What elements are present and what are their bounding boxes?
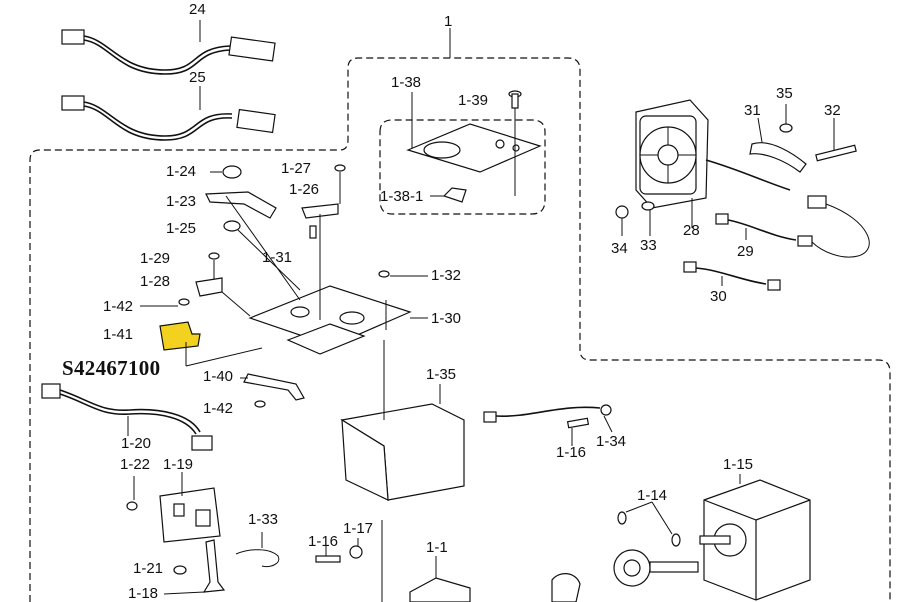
cable-24 [61,20,276,75]
cable-25 [61,86,276,141]
clamp-1-33 [235,532,280,567]
label-33: 33 [640,237,657,254]
bracket-1-18 [163,539,226,595]
washer-1-24 [210,165,242,179]
part-number-code: S42467100 [62,356,161,380]
label-1-33: 1-33 [248,511,279,528]
bracket-1-40 [240,373,305,401]
label-1-26: 1-26 [289,181,320,198]
label-1-14: 1-14 [637,487,668,504]
nut-1-17 [349,538,363,559]
label-1-29: 1-29 [140,250,171,267]
label-1-42-bottom: 1-42 [203,400,234,417]
screw-1-16-lower [315,546,341,563]
label-25: 25 [189,69,206,86]
label-1-42-top: 1-42 [103,298,134,315]
screw-1-42-bottom [254,400,266,408]
label-1-21: 1-21 [133,560,164,577]
label-1-25: 1-25 [166,220,197,237]
label-1-38: 1-38 [391,74,422,91]
bracket-1-26 [301,203,339,320]
pulley-1-14 [613,501,699,587]
screw-1-16-upper [566,417,590,446]
label-1-28: 1-28 [140,273,171,290]
label-1-16-upper: 1-16 [556,444,587,461]
label-1-39: 1-39 [458,92,489,109]
label-1: 1 [444,13,453,30]
bracket-1-30 [248,285,428,355]
label-1-41: 1-41 [103,326,134,343]
cover-1-35 [340,340,465,501]
label-1-34: 1-34 [596,433,627,450]
screw-1-39 [508,90,522,196]
label-1-20: 1-20 [121,435,152,452]
screw-1-29 [208,252,220,280]
label-1-35: 1-35 [426,366,457,383]
label-30: 30 [710,288,727,305]
assembly-1-boundary [29,57,891,602]
label-1-30: 1-30 [431,310,462,327]
screw-35 [779,104,793,133]
screw-1-21 [173,565,187,575]
washer-33 [641,201,655,236]
subassembly-1-38-boundary [379,119,546,215]
label-1-17: 1-17 [343,520,374,537]
fan-wire-loop [811,203,870,258]
plate-1-38 [406,92,542,203]
nut-34 [615,205,629,236]
bracket-1-28 [195,277,251,317]
motor-1-15 [699,474,811,601]
label-1-23: 1-23 [166,193,197,210]
fan-28 [635,99,827,228]
lever-1-23 [205,191,301,301]
label-1-32: 1-32 [431,267,462,284]
plate-1-41-highlighted [159,321,263,367]
washer-1-25 [223,220,301,291]
screw-1-22 [126,476,138,511]
label-1-1: 1-1 [426,539,448,556]
label-1-27: 1-27 [281,160,312,177]
pin-1-31 [309,225,317,239]
label-1-22: 1-22 [120,456,151,473]
cable-1-20 [41,383,213,451]
label-32: 32 [824,102,841,119]
gear-part [551,573,581,602]
label-1-38-1: 1-38-1 [380,188,424,205]
label-31: 31 [744,102,761,119]
label-34: 34 [611,240,628,257]
bracket-1-1 [409,556,471,602]
label-29: 29 [737,243,754,260]
label-1-16-lower: 1-16 [308,533,339,550]
screw-1-27 [334,164,346,204]
board-1-19 [159,472,221,543]
screw-1-32 [378,270,428,278]
label-35: 35 [776,85,793,102]
screw-1-42-top [140,298,190,307]
label-1-15: 1-15 [723,456,754,473]
label-24: 24 [189,1,206,18]
bracket-31 [749,117,807,173]
cable-30 [683,261,781,291]
cable-1-34 [483,404,613,433]
label-1-18: 1-18 [128,585,159,602]
label-1-19: 1-19 [163,456,194,473]
screw-32 [815,118,857,162]
label-1-31: 1-31 [262,249,293,266]
label-28: 28 [683,222,700,239]
label-1-40: 1-40 [203,368,234,385]
label-1-24: 1-24 [166,163,197,180]
cable-29 [715,213,813,247]
